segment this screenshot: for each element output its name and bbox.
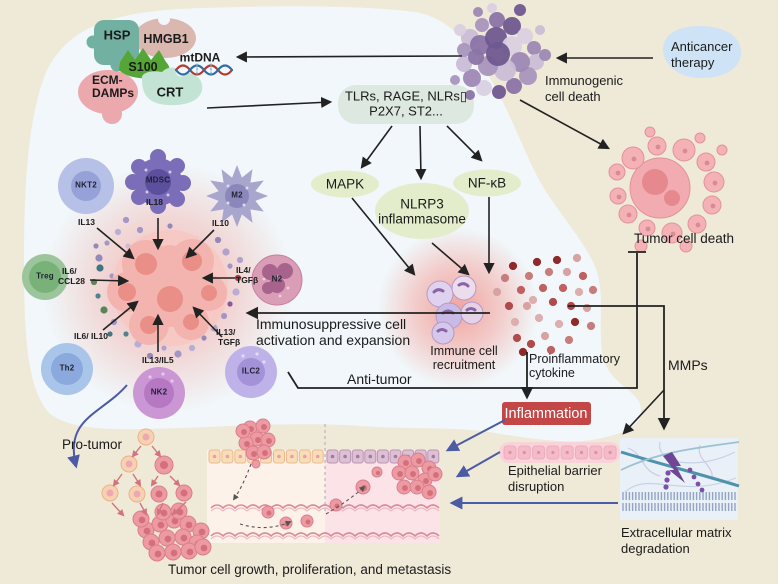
tumor-cell-clusters [132,418,443,562]
cell-nkt2 [58,158,114,214]
s100-shape [119,48,170,79]
cytokine-label-1: Proinflammatory [529,352,620,366]
immunosuppressive-label-2: activation and expansion [256,332,411,348]
cell-th2 [41,343,93,395]
membrane-bilayer [622,492,736,511]
n2-name: N2 [271,274,283,284]
mdsc-name: MDSC [145,175,171,185]
blood-vessel-walls [210,504,440,540]
caption-label: Tumor cell growth, proliferation, and me… [168,562,452,577]
cell-m2 [206,165,268,227]
cytokine-label-2: cytokine [529,366,575,380]
ecm-degradation-label-2: degradation [621,541,690,556]
epithelial-label-1: Epithelial barrier [508,463,602,478]
receptor-line1: TLRs, RAGE, NLRs▯ [344,88,468,104]
blue-arrows [67,384,618,510]
m2-name: M2 [231,190,243,200]
th2-cytokine: IL6/ IL10 [74,331,109,341]
arrow-barrier-to-tissue [455,451,501,478]
immunogenic-cell-death-cluster [450,3,551,100]
nlrp3-node [375,183,469,239]
crt-shape [141,67,203,106]
cell-mdsc [125,149,191,214]
cell-n2 [251,254,303,306]
anti-tumor-bracket [287,251,646,389]
nlrp3-label-2: inflammasome [378,211,466,227]
cell-nk2 [133,367,185,419]
immunogenic-label-2: cell death [545,89,601,104]
receptor-line2: P2X7, ST2... [369,103,443,119]
nkt2-name: NKT2 [75,180,97,190]
damps-complex [78,13,203,124]
inflammation-box [502,402,591,425]
ecm-panel [620,438,740,520]
anticancer-blob [662,26,742,78]
il13-label: IL13 [78,217,96,227]
receptor-box [338,85,474,124]
inflammation-label: Inflammation [504,405,588,422]
ecm-damps-shape [78,70,138,114]
arrow-receptors-to-mapk [360,125,393,169]
tumor-cell-death-label: Tumor cell death [634,231,735,246]
ecm-damps-label-2: DAMPs [92,86,135,100]
hmgb1-shape [134,18,196,58]
ilc2-cytokine-1: IL13/ [216,327,236,337]
crt-label: CRT [156,84,184,100]
pro-tumor-label: Pro-tumor [62,437,123,452]
arrow-icd-to-tumordeath [519,99,610,150]
tumor-cell-death-cluster [608,126,728,253]
n2-cytokine-1: IL4/ [236,265,251,275]
treg-cytokine-1: IL6/ [62,266,77,276]
barrier-cells [503,445,617,460]
hmgb1-label: HMGB1 [143,32,189,46]
recruitment-label-1: Immune cell [430,344,498,358]
arrow-receptors-to-nfkb [446,125,483,162]
arrow-inflammation-to-tissue [445,419,506,452]
proliferation-tree [101,428,193,517]
treg-name: Treg [36,271,54,281]
arrow-pro-tumor [67,384,128,469]
cell-ilc2 [225,346,277,398]
nfkb-label: NF-κB [467,175,507,191]
recruitment-label-2: recruitment [432,358,496,372]
mmp-enzyme-icon [663,452,685,483]
th2-name: Th2 [59,363,75,373]
cell-treg [22,254,68,300]
treg-cytokine-2: CCL28 [58,276,85,286]
epithelial-label-2: disruption [508,479,565,494]
il18-label: IL18 [146,197,164,207]
mtdna-helix [174,63,234,77]
s100-label: S100 [128,60,158,74]
arrow-mmps-to-barrier [622,389,665,435]
immunogenic-label-1: Immunogenic [545,73,624,88]
anti-tumor-label: Anti-tumor [347,371,412,387]
arrow-receptors-to-nlrp3 [415,125,427,181]
hsp-label: HSP [103,27,131,43]
nk2-cytokine: IL13/IL5 [142,355,174,365]
n2-cytokine-2: TGFβ [236,275,259,285]
ilc2-name: ILC2 [241,366,261,376]
metastasis-arrows [232,463,366,529]
mapk-node [311,170,379,198]
ecm-degradation-label-1: Extracellular matrix [621,525,732,540]
black-arrows [89,51,671,435]
arrow-nlrp3-down [431,242,470,276]
anticancer-label-2: therapy [671,55,715,70]
anticancer-label-1: Anticancer [671,39,733,54]
arrow-mapk-down [351,197,416,276]
ilc2-cytokine-2: TGFβ [218,337,241,347]
immunosuppressive-label-1: Immunosuppressive cell [256,316,407,332]
nfkb-node [453,169,521,197]
nk2-name: NK2 [150,387,168,397]
nlrp3-label-1: NLRP3 [400,196,444,212]
mmps-label: MMPs [668,357,708,373]
mapk-label: MAPK [325,176,365,192]
il10-label: IL10 [212,218,230,228]
arrow-icd-to-mtdna [235,51,463,63]
mtdna-label: mtDNA [179,50,221,65]
mmps-line [568,305,671,431]
arrow-crt-to-receptors [206,96,333,109]
ecm-damps-label-1: ECM- [92,73,123,87]
